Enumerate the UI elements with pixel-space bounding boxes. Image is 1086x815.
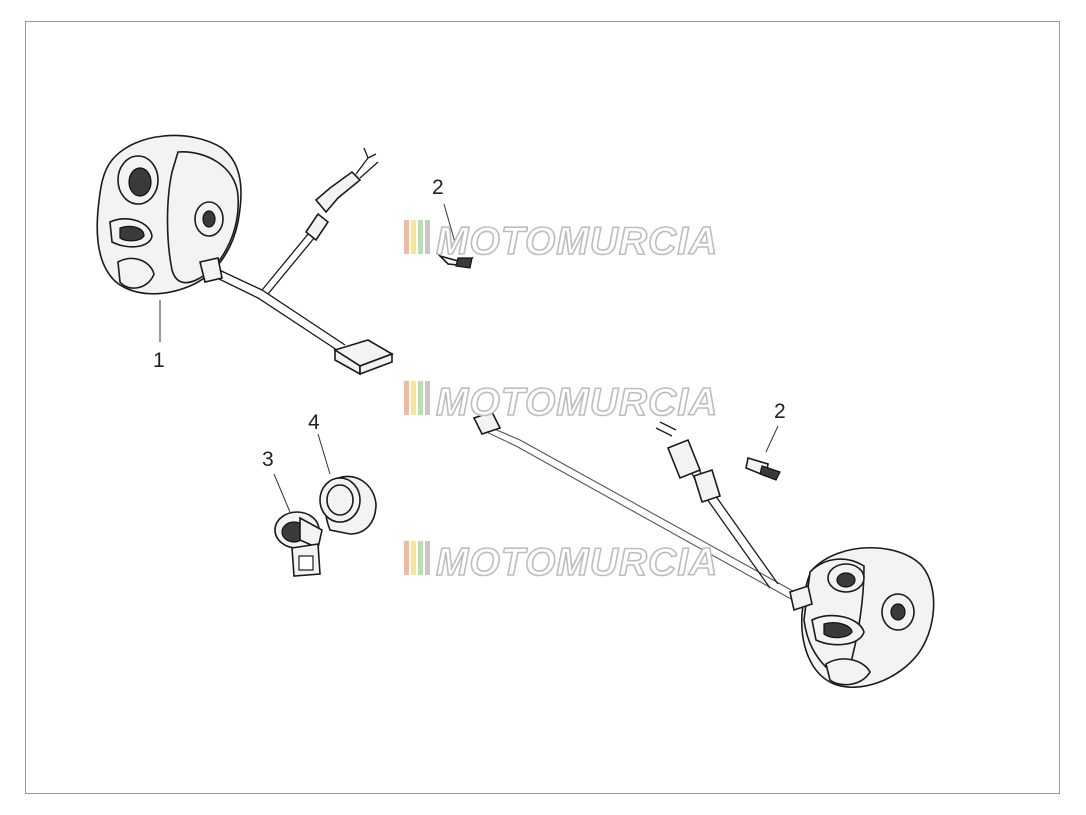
leader-line-2b: [765, 425, 779, 453]
cover-hole-insert: [202, 210, 216, 228]
watermark-stripe: [418, 220, 423, 254]
branch-sleeve: [314, 170, 362, 214]
branch-grommet: [304, 212, 330, 242]
watermark-stripe: [404, 220, 409, 254]
upper-button: [128, 167, 152, 197]
left-switch-assembly[interactable]: [96, 134, 394, 376]
watermark-text-top: MOTOMURCIA: [436, 220, 718, 263]
lower-button-recess: [117, 257, 155, 289]
watermark-stripe: [411, 220, 416, 254]
callout-label-2-upper: 2: [432, 176, 444, 199]
watermark-bottom: MOTOMURCIA: [404, 540, 718, 585]
screw-part-upper[interactable]: [437, 203, 474, 269]
watermark-top: MOTOMURCIA: [404, 219, 718, 264]
middle-button: [119, 225, 145, 242]
watermark-stripe: [418, 381, 423, 415]
watermark-stripe: [425, 541, 430, 575]
callout-label-2-lower: 2: [774, 400, 786, 423]
right-harness-connector: [472, 411, 502, 435]
leader-line-3: [273, 473, 291, 513]
right-side-insert: [890, 603, 906, 621]
right-lower-recess: [825, 658, 871, 686]
right-cable-exit: [789, 584, 813, 612]
right-branch-sleeve: [666, 438, 702, 480]
right-harness-wire-2: [477, 427, 801, 605]
watermark-text-middle: MOTOMURCIA: [436, 381, 718, 424]
harness-connector-front: [359, 352, 393, 376]
watermark-text-bottom: MOTOMURCIA: [436, 541, 718, 584]
cable-exit-boot: [199, 257, 223, 283]
callout-label-3: 3: [262, 448, 274, 471]
watermark-stripe: [425, 220, 430, 254]
switch-knob-part[interactable]: [273, 473, 323, 577]
right-upper-button: [836, 572, 856, 588]
right-branch-grommet: [693, 468, 721, 504]
right-switch-assembly[interactable]: [472, 411, 935, 688]
watermark-stripe: [418, 541, 423, 575]
ring-bezel-inner: [326, 484, 354, 516]
harness-main-wire-lower: [212, 275, 341, 353]
callout-label-1: 1: [153, 349, 165, 372]
watermark-stripes-middle: [404, 381, 430, 415]
screw-part-lower[interactable]: [745, 425, 781, 481]
right-branch-wire-ends: [655, 421, 677, 437]
watermark-stripe: [425, 381, 430, 415]
right-middle-button: [823, 622, 853, 639]
knob-bracket-window: [298, 555, 314, 571]
watermark-stripe: [411, 541, 416, 575]
diagram-frame: [25, 21, 1060, 794]
watermark-stripe: [404, 381, 409, 415]
callout-label-4: 4: [308, 411, 320, 434]
watermark-stripe: [404, 541, 409, 575]
ring-bezel-part[interactable]: [317, 433, 377, 535]
screw-lower-head: [759, 465, 781, 481]
branch-wire-ends: [355, 147, 379, 179]
leader-line-2a: [443, 203, 457, 247]
leader-line-4: [317, 433, 331, 475]
watermark-stripe: [411, 381, 416, 415]
watermark-middle: MOTOMURCIA: [404, 380, 718, 425]
watermark-stripes-top: [404, 220, 430, 254]
screw-upper-head: [455, 257, 473, 269]
watermark-stripes-bottom: [404, 541, 430, 575]
